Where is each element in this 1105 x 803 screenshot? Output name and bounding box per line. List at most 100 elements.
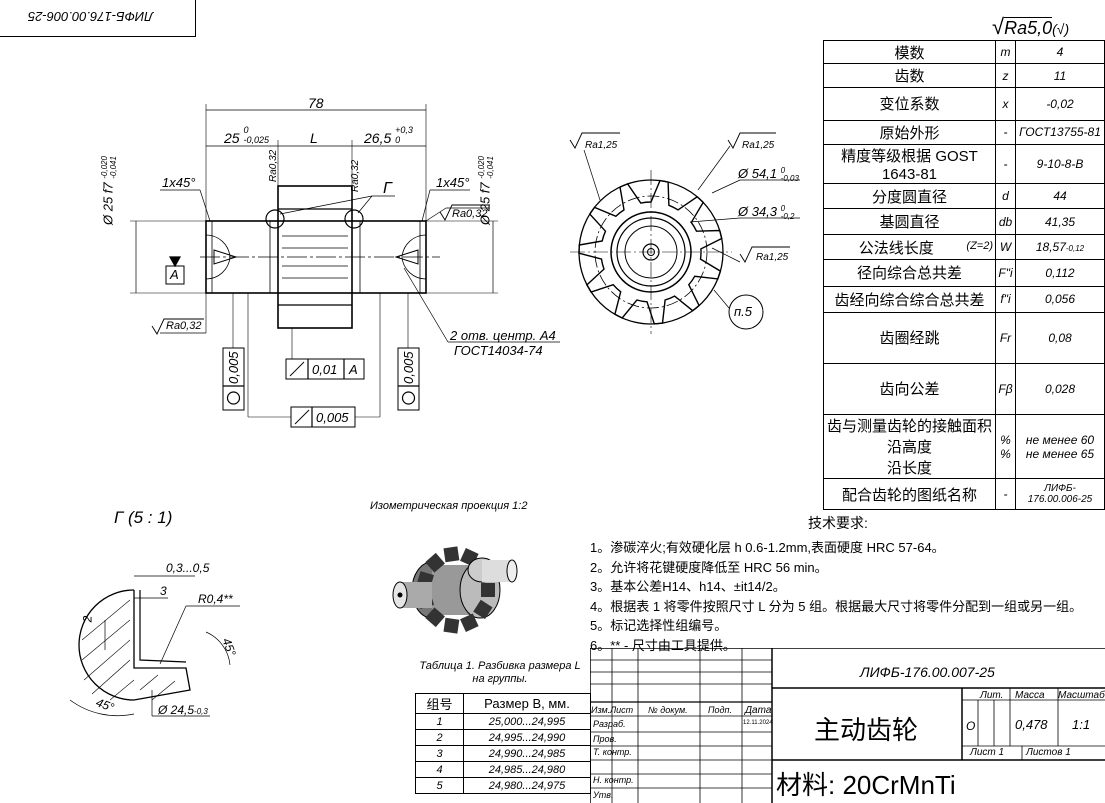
datum-label: A xyxy=(170,267,179,282)
note-reference: п.5 xyxy=(734,304,752,319)
param-value: 4 xyxy=(1015,39,1105,65)
param-symbol: - xyxy=(995,478,1016,510)
param-value: 0,112 xyxy=(1015,259,1105,287)
param-value: 0,08 xyxy=(1015,312,1105,364)
centers-note-2: ГОСТ14034-74 xyxy=(454,343,543,358)
tech-req-item: 5。标记选择性组编号。 xyxy=(590,618,728,633)
param-symbol: F"i xyxy=(995,259,1016,287)
groups-cell: 5 xyxy=(415,777,464,794)
param-name: 精度等级根据 GOST 1643-81 xyxy=(823,143,996,185)
gear-rough-right: Ra1,25 xyxy=(742,140,775,151)
circularity-right: 0,005 xyxy=(401,351,416,384)
gear-rough-bottom: Ra1,25 xyxy=(756,252,789,263)
gear-rough-left: Ra1,25 xyxy=(585,140,618,151)
roughness-general: √Ra5,0(√) xyxy=(992,14,1070,39)
role-utv: Утв. xyxy=(593,790,614,800)
groups-cell: 1 xyxy=(415,713,464,730)
param-symbol: Fβ xyxy=(995,362,1016,415)
rough-left-rotated: Ra0,32 xyxy=(268,149,279,182)
iso-caption: Изометрическая проекция 1:2 xyxy=(370,500,528,512)
stamp-box: ЛИФБ-176.00.006-25 xyxy=(0,0,196,37)
groups-cell: 24,980...24,975 xyxy=(463,777,591,794)
param-name: 齿圈经跳 xyxy=(823,312,996,364)
param-name: 模数 xyxy=(823,39,996,65)
param-symbol: z xyxy=(995,63,1016,88)
param-name: 分度圆直径 xyxy=(823,183,996,210)
param-name: 公法线长度 (Z=2) xyxy=(823,233,996,261)
dim-mid-length: L xyxy=(310,130,318,146)
role-razrab: Разраб. xyxy=(593,719,626,729)
scale-value: 1:1 xyxy=(1072,717,1091,732)
groups-cell: 25,000...24,995 xyxy=(463,713,591,730)
param-row: 配合齿轮的图纸名称-ЛИФБ-176.00.006-25 xyxy=(823,478,1105,510)
iso-gear-tooth xyxy=(473,599,493,620)
detail-radius: R0,4** xyxy=(198,592,233,606)
param-name: 径向综合总共差 xyxy=(823,259,996,287)
param-name: 基圆直径 xyxy=(823,208,996,235)
dim-left-length: 25 0 -0,025 xyxy=(224,125,269,146)
param-name: 齿向公差 xyxy=(823,362,996,415)
iso-gear-tooth xyxy=(481,583,495,597)
rough-mid-rotated: Ra0,32 xyxy=(350,159,361,192)
chamfer-right: 1x45° xyxy=(436,175,470,190)
groups-cell: 2 xyxy=(415,729,464,746)
col-izm: Изм. xyxy=(591,705,611,715)
groups-cell: 3 xyxy=(415,745,464,762)
param-value: 18,57-0,12 xyxy=(1015,233,1105,261)
dim-left-diameter: Ø 25 f7 -0,020-0,041 xyxy=(100,156,118,225)
circularity-left: 0,005 xyxy=(226,351,241,384)
param-symbol: m xyxy=(995,39,1016,65)
param-symbol: - xyxy=(995,120,1016,145)
parallel-value: 0,005 xyxy=(316,410,349,425)
tech-req-item: 4。根据表 1 将零件按照尺寸 L 分为 5 组。根据最大尺寸将零件分配到一组或… xyxy=(590,598,1083,614)
runout-datum: A xyxy=(349,362,358,377)
tech-req-title: 技术要求: xyxy=(808,515,868,531)
groups-cell: 24,990...24,985 xyxy=(463,745,591,762)
col-sign: Подп. xyxy=(708,705,732,715)
lit-value: О xyxy=(966,719,976,733)
tech-req-item: 2。允许将花键硬度降低至 HRC 56 min。 xyxy=(590,559,828,575)
param-value: 44 xyxy=(1015,183,1105,210)
drawing-canvas xyxy=(69,104,800,717)
gear-front-view xyxy=(570,145,800,334)
dev-date: 12.11.2024 xyxy=(743,720,773,726)
iso-gear-illustration xyxy=(392,546,518,634)
chamfer-left: 1x45° xyxy=(162,175,196,190)
iso-gear-tooth xyxy=(443,617,460,634)
detail-dim-1: 0,3...0,5 xyxy=(166,561,210,575)
mass-label: Масса xyxy=(1015,690,1045,701)
dim-right-length: 26,5 +0,3 0 xyxy=(364,125,413,146)
param-value: 0,056 xyxy=(1015,285,1105,314)
role-prov: Пров. xyxy=(593,734,617,744)
centers-note-1: 2 отв. центр. А4 xyxy=(450,328,556,343)
param-row: 精度等级根据 GOST 1643-81-9-10-8-B xyxy=(823,143,1105,185)
detail-dim-2: 3 xyxy=(160,584,167,598)
runout-value: 0,01 xyxy=(312,362,338,377)
param-symbol: x xyxy=(995,86,1016,122)
groups-cell: 24,985...24,980 xyxy=(463,761,591,778)
groups-cell: 24,995...24,990 xyxy=(463,729,591,746)
detail-small-dim: 2 xyxy=(80,615,95,623)
dim-right-diameter: Ø 25 f7 -0,020-0,041 xyxy=(477,156,495,225)
param-name: 齿与测量齿轮的接触面积沿高度沿长度 xyxy=(823,413,996,480)
param-name: 齿经向综合综合总共差 xyxy=(823,285,996,314)
detail-title: Г (5 : 1) xyxy=(114,508,173,527)
param-value: 0,028 xyxy=(1015,362,1105,415)
lit-label: Лит. xyxy=(980,690,1004,701)
param-value: 9-10-8-B xyxy=(1015,143,1105,185)
param-value: ЛИФБ-176.00.006-25 xyxy=(1015,478,1105,510)
